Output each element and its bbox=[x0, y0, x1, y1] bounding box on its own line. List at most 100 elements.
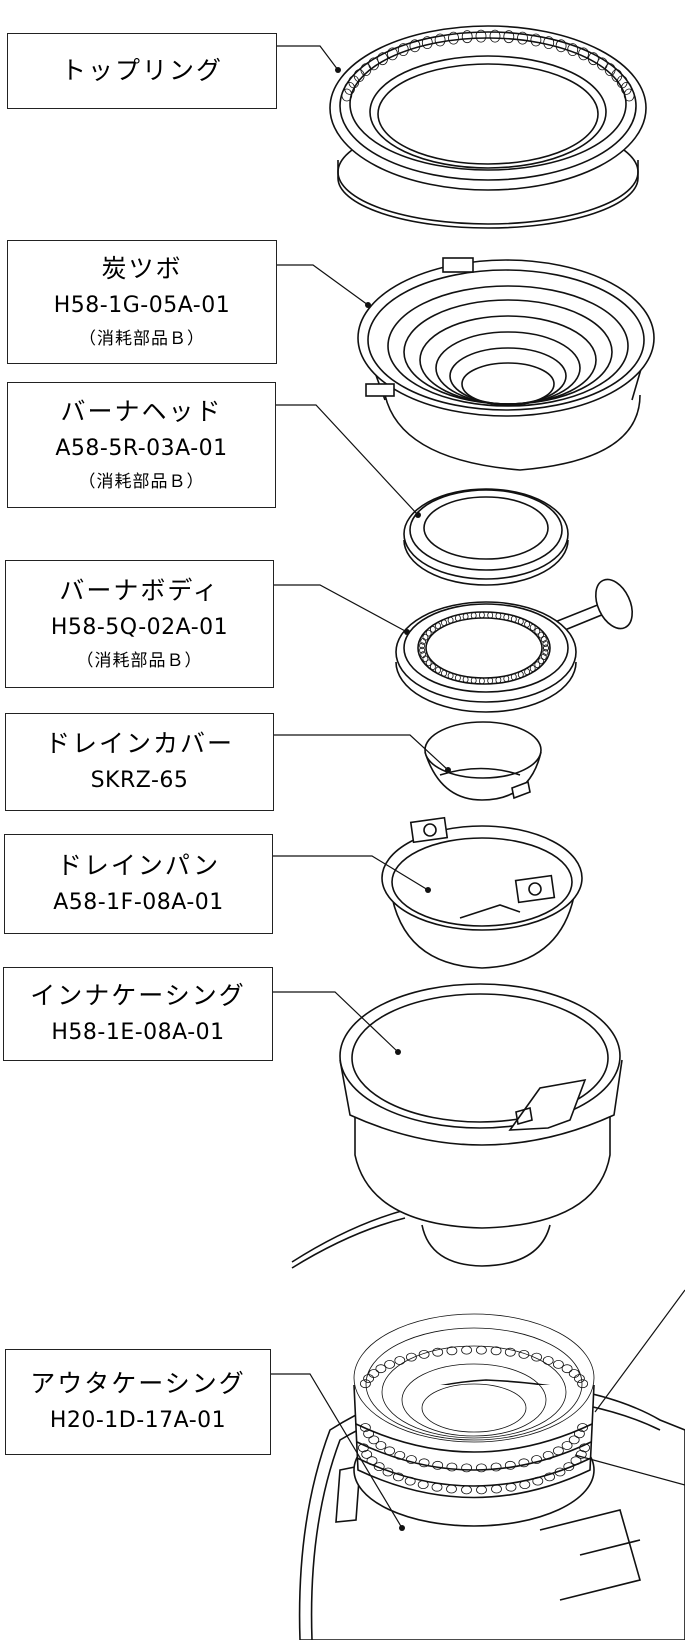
drain-pan-drawing bbox=[381, 816, 583, 969]
burner-tooth bbox=[529, 624, 536, 631]
ring-hole bbox=[530, 33, 542, 47]
part-name-drain-cover: ドレインカバー bbox=[44, 729, 234, 758]
burner-tooth bbox=[462, 613, 469, 620]
casing-slot bbox=[382, 1467, 394, 1477]
casing-slot bbox=[446, 1462, 458, 1472]
casing-slot bbox=[461, 1345, 473, 1355]
ring-hole bbox=[421, 36, 433, 49]
casing-slot bbox=[542, 1356, 554, 1365]
casing-slot bbox=[542, 1451, 554, 1460]
drain-cover-drawing bbox=[424, 721, 542, 801]
casing-slot bbox=[531, 1455, 542, 1464]
casing-slot bbox=[446, 1484, 457, 1494]
ring-hole bbox=[360, 63, 372, 76]
burner-tooth bbox=[517, 671, 524, 678]
ring-hole bbox=[368, 57, 380, 71]
casing-slot bbox=[384, 1446, 396, 1456]
burner-tooth bbox=[538, 657, 544, 665]
casing-slot bbox=[392, 1472, 404, 1482]
ring-hole bbox=[475, 29, 487, 43]
casing-slot bbox=[375, 1441, 387, 1450]
part-name-burner-body: バーナボディ bbox=[59, 576, 220, 605]
casing-slot bbox=[475, 1345, 487, 1355]
casing-slot bbox=[518, 1350, 530, 1359]
burner-tooth bbox=[524, 620, 530, 628]
casing-slot bbox=[490, 1462, 502, 1472]
part-name-top-ring: トップリング bbox=[60, 56, 223, 85]
part-code-charcoal-pot: H58-1G-05A-01 bbox=[53, 293, 231, 318]
casing-slot bbox=[418, 1350, 430, 1359]
casing-slot bbox=[568, 1369, 580, 1378]
burner-tooth bbox=[425, 629, 432, 637]
casing-slot bbox=[553, 1360, 564, 1369]
burner-tooth bbox=[542, 649, 549, 656]
casing-slot bbox=[373, 1462, 385, 1471]
casing-slot bbox=[561, 1364, 573, 1374]
burner-tooth bbox=[441, 619, 447, 627]
burner-tooth bbox=[534, 661, 541, 669]
casing-slot bbox=[475, 1463, 487, 1473]
casing-slot bbox=[361, 1450, 373, 1459]
label-drain-cover: ドレインカバー SKRZ-65 bbox=[5, 713, 274, 811]
inner-casing-drawing bbox=[291, 983, 623, 1269]
part-code-drain-pan: A58-1F-08A-01 bbox=[53, 890, 224, 915]
casing-slot bbox=[363, 1374, 375, 1383]
ring-hole bbox=[621, 82, 632, 95]
part-name-outer-casing: アウタケーシング bbox=[30, 1369, 246, 1398]
casing-slot bbox=[570, 1456, 582, 1466]
burner-tooth bbox=[524, 668, 530, 676]
ring-hole bbox=[377, 52, 389, 66]
casing-slot bbox=[531, 1352, 542, 1362]
burner-tooth bbox=[441, 669, 447, 677]
ring-hole bbox=[341, 88, 353, 102]
casing-slot bbox=[505, 1482, 517, 1492]
ring-hole bbox=[503, 30, 515, 44]
burner-tooth bbox=[478, 611, 485, 619]
casing-slot bbox=[490, 1346, 502, 1356]
burner-tooth bbox=[429, 663, 436, 671]
part-name-drain-pan: ドレインパン bbox=[56, 851, 221, 880]
burner-tooth bbox=[543, 644, 549, 652]
burner-head-drawing bbox=[403, 488, 569, 586]
burner-tooth bbox=[510, 615, 517, 623]
burner-tooth bbox=[425, 659, 432, 667]
ring-hole bbox=[588, 52, 599, 66]
casing-slot bbox=[532, 1476, 544, 1486]
label-top-ring: トップリング bbox=[7, 33, 277, 109]
casing-slot bbox=[519, 1480, 531, 1489]
casing-slot bbox=[574, 1429, 585, 1439]
burner-tooth bbox=[478, 677, 485, 685]
part-note-burner-head: （消耗部品Ｂ） bbox=[78, 472, 205, 492]
ring-hole bbox=[567, 43, 579, 56]
burner-tooth bbox=[517, 618, 524, 625]
leader-lines bbox=[271, 45, 685, 1531]
casing-slot bbox=[432, 1347, 444, 1357]
ring-hole bbox=[409, 39, 421, 53]
outer-casing-drawing bbox=[298, 1313, 685, 1640]
ring-hole bbox=[397, 43, 409, 56]
casing-slot bbox=[359, 1379, 371, 1389]
casing-slot bbox=[359, 1423, 371, 1432]
ring-hole bbox=[578, 47, 589, 61]
burner-tooth bbox=[429, 625, 436, 633]
burner-tooth bbox=[495, 612, 502, 620]
casing-slot bbox=[357, 1443, 369, 1453]
ring-hole bbox=[623, 88, 635, 102]
casing-slot bbox=[384, 1360, 396, 1369]
casing-slot bbox=[568, 1435, 580, 1445]
ring-hole bbox=[489, 29, 501, 43]
burner-tooth bbox=[447, 672, 454, 680]
burner-tooth bbox=[454, 614, 461, 622]
part-name-inner-casing: インナケーシング bbox=[30, 981, 246, 1010]
burner-body-drawing bbox=[395, 578, 633, 713]
burner-tooth bbox=[503, 613, 510, 621]
label-inner-casing: インナケーシング H58-1E-08A-01 bbox=[3, 967, 273, 1061]
burner-tooth bbox=[487, 677, 494, 685]
ring-hole bbox=[543, 36, 555, 49]
casing-slot bbox=[504, 1460, 516, 1470]
burner-tooth bbox=[503, 675, 510, 683]
part-code-inner-casing: H58-1E-08A-01 bbox=[51, 1020, 225, 1045]
burner-tooth bbox=[534, 627, 541, 635]
casing-slot bbox=[491, 1484, 502, 1494]
label-burner-head: バーナヘッド A58-5R-03A-01 （消耗部品Ｂ） bbox=[7, 382, 276, 508]
